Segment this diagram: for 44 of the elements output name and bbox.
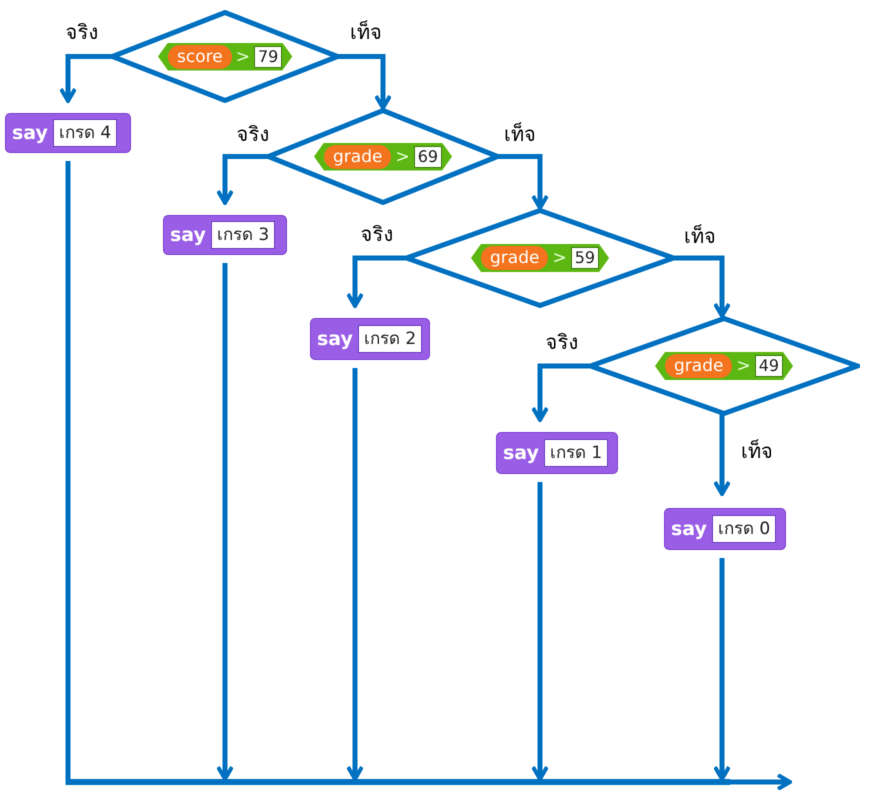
block-keyword: say bbox=[503, 442, 539, 464]
block-keyword: say bbox=[671, 518, 707, 540]
variable-reporter: score bbox=[168, 44, 232, 68]
say-block bbox=[664, 508, 786, 550]
say-block bbox=[496, 432, 618, 474]
say-block bbox=[163, 215, 287, 255]
decision-diamond bbox=[588, 316, 860, 416]
operator-sign: > bbox=[236, 46, 250, 66]
arrow bbox=[531, 482, 549, 781]
operator-sign: > bbox=[395, 146, 410, 166]
decision-diamond bbox=[266, 108, 500, 205]
arrow bbox=[216, 263, 234, 781]
arrow bbox=[216, 154, 268, 205]
number-field: 69 bbox=[414, 146, 442, 168]
text-field: เกรด 3 bbox=[210, 221, 276, 249]
variable-reporter: grade bbox=[665, 354, 732, 378]
text-field: เกรด 1 bbox=[544, 439, 608, 467]
arrow bbox=[346, 256, 406, 308]
arrow bbox=[59, 54, 112, 103]
variable-reporter: grade bbox=[324, 144, 392, 168]
number-field: 59 bbox=[570, 247, 600, 269]
operator-sign: > bbox=[736, 356, 751, 376]
number-field: 49 bbox=[754, 355, 784, 377]
decision-diamond bbox=[110, 10, 340, 103]
arrow bbox=[674, 256, 731, 318]
number-field: 79 bbox=[254, 46, 282, 68]
block-keyword: say bbox=[12, 122, 48, 144]
arrow bbox=[338, 54, 392, 110]
arrow bbox=[498, 154, 549, 210]
say-block bbox=[5, 113, 131, 153]
arrow bbox=[713, 558, 731, 781]
decision-diamond bbox=[404, 208, 676, 308]
text-field: เกรด 4 bbox=[52, 119, 118, 147]
operator-sign: > bbox=[552, 248, 567, 268]
text-field: เกรด 2 bbox=[358, 325, 422, 353]
text-field: เกรด 0 bbox=[712, 515, 776, 543]
variable-reporter: grade bbox=[481, 246, 548, 270]
arrow bbox=[531, 364, 590, 422]
arrow bbox=[713, 414, 731, 496]
say-block bbox=[310, 318, 430, 360]
block-keyword: say bbox=[317, 328, 353, 350]
arrow bbox=[346, 368, 364, 781]
arrow bbox=[730, 773, 792, 791]
block-keyword: say bbox=[170, 224, 206, 246]
